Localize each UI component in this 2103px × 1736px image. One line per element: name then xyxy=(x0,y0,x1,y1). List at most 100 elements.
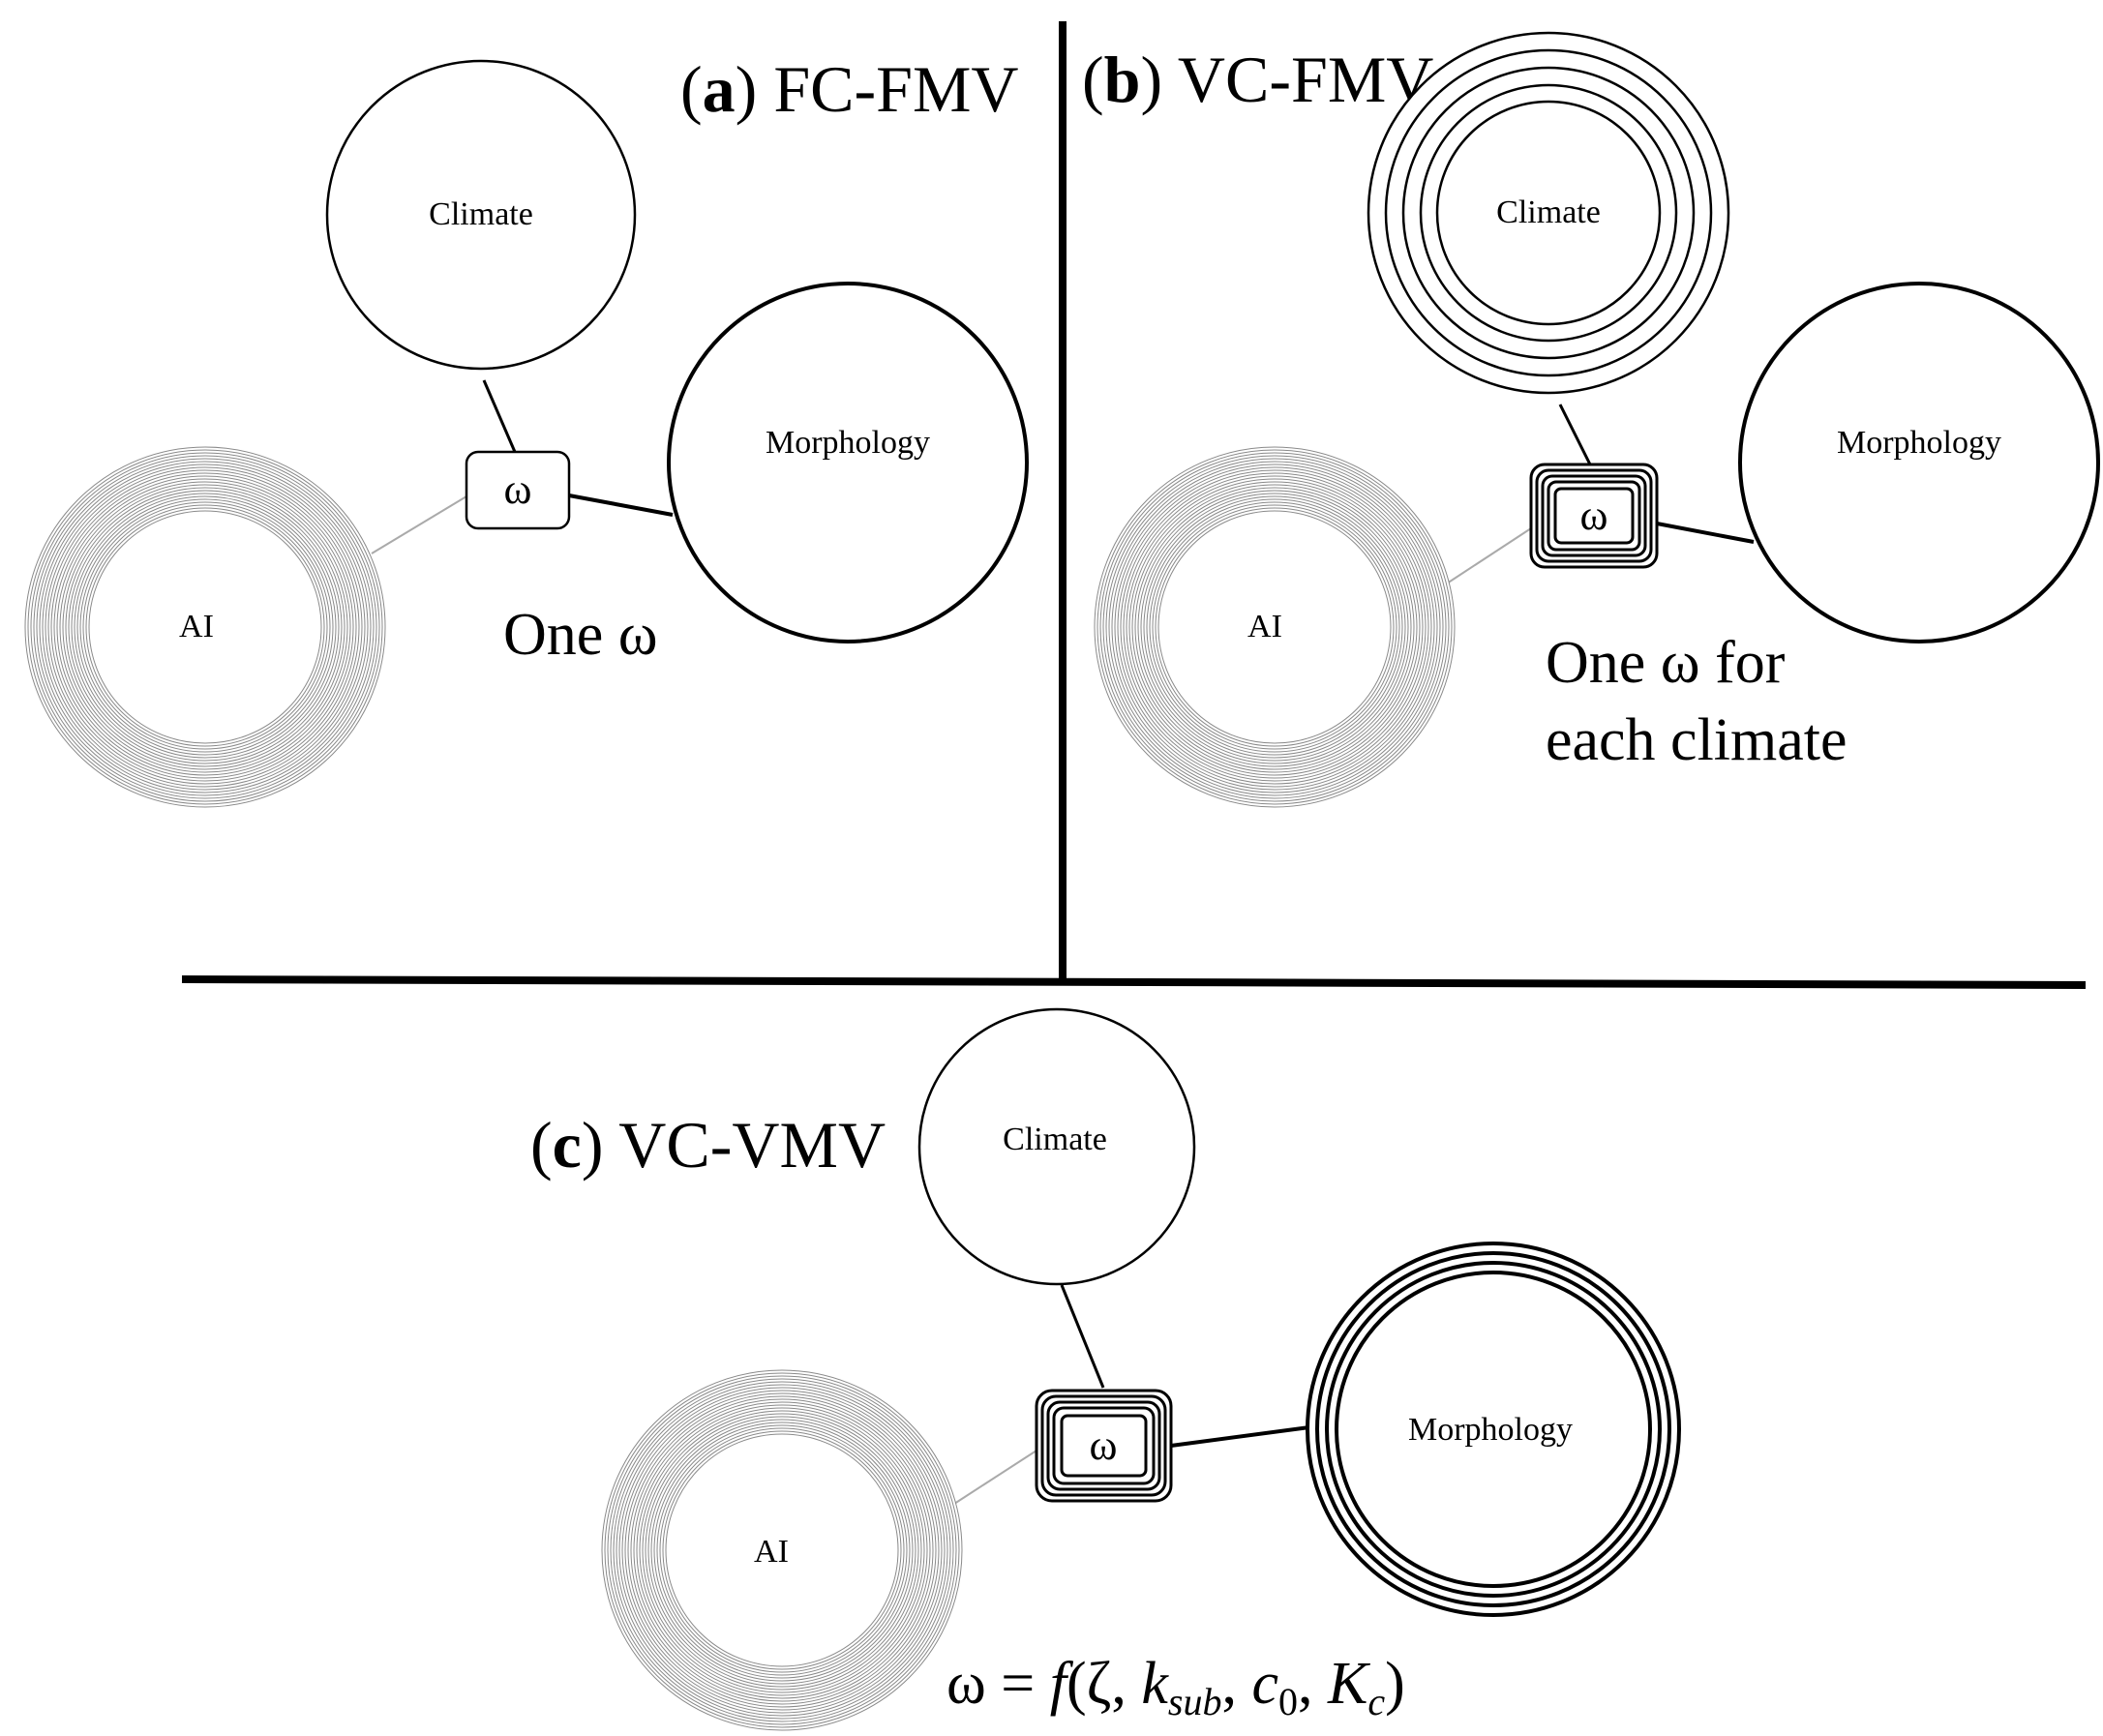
panel-c-ai-node-ring xyxy=(618,1387,946,1714)
panel-a-ai-node-ring xyxy=(39,461,372,793)
panel-a-ai-node-ring xyxy=(33,455,377,799)
panel-b-link-climate xyxy=(1558,404,1592,465)
formula-K: K xyxy=(1327,1651,1371,1717)
panel-c-ai-node-ring xyxy=(607,1375,957,1725)
panel-a-ai-node-ring xyxy=(30,452,380,802)
formula-close: ) xyxy=(1385,1651,1405,1717)
panel-b-ai-node-ring xyxy=(1137,490,1412,764)
panel-c-omega-box-1 xyxy=(1035,1389,1173,1503)
panel-a-ai-node-ring xyxy=(82,504,328,750)
panel-a-morphology-node xyxy=(667,282,1029,644)
panel-a-ai-node-ring xyxy=(45,466,366,788)
panel-b: (b) VC-FMV Climate Morphology AI ω One ω… xyxy=(1082,31,2100,808)
panel-b-ai-node-ring xyxy=(1128,481,1421,773)
panel-a-ai-node-ring xyxy=(42,464,369,791)
panel-c-ai-label: AI xyxy=(754,1534,789,1570)
panel-c-morphology-ring-1 xyxy=(1306,1242,1681,1617)
panel-a-morphology-label: Morphology xyxy=(766,425,930,461)
panel-c-ai-node-ring xyxy=(656,1424,908,1676)
panel-b-ai-node-ring xyxy=(1140,493,1409,762)
panel-c-morphology-ring-4 xyxy=(1335,1271,1652,1588)
panel-b-morphology-label: Morphology xyxy=(1837,425,2001,461)
panel-b-climate-ring-2 xyxy=(1384,48,1713,377)
panel-c-omega-box-4 xyxy=(1052,1406,1156,1485)
panel-b-link-morphology xyxy=(1656,522,1755,544)
panel-c-formula: ω = f(ζ, ksub, c0, Kc) xyxy=(946,1651,1405,1723)
panel-c-link-climate xyxy=(1060,1284,1105,1389)
formula-lhs: ω = xyxy=(946,1651,1050,1717)
formula-k-sub: sub xyxy=(1168,1680,1222,1723)
panel-b-note-line-1: One ω for xyxy=(1546,630,1786,696)
panel-b-ai-node-ring xyxy=(1157,510,1392,744)
panel-b-ai-node-ring xyxy=(1099,452,1450,802)
panel-c-omega-label: ω xyxy=(1090,1422,1118,1469)
panel-b-climate-ring-5 xyxy=(1435,100,1662,326)
panel-b-ai-node-ring xyxy=(1152,504,1397,750)
panel-a-climate-node xyxy=(325,59,637,371)
panel-c-ai-node-ring xyxy=(653,1422,911,1679)
panel-a-omega-label: ω xyxy=(504,465,532,513)
panel-c-ai-node-ring xyxy=(610,1378,954,1722)
panel-a-ai-node-ring xyxy=(27,449,383,805)
panel-c-ai-node-ring xyxy=(613,1381,951,1720)
formula-c: c xyxy=(1251,1651,1278,1717)
panel-a-climate-label: Climate xyxy=(429,196,533,232)
panel-a-note: One ω xyxy=(503,602,658,668)
panel-c-link-ai xyxy=(950,1450,1037,1507)
formula-open: (ζ, xyxy=(1067,1651,1141,1717)
panel-c-ai-node-ring xyxy=(645,1413,919,1688)
panel-c-ai-node-ring xyxy=(616,1384,948,1717)
panel-a-ai-node-ring xyxy=(50,472,360,782)
panel-a-ai-node-ring xyxy=(79,501,331,753)
panel-a-ai-node-ring xyxy=(85,507,325,747)
panel-a-ai-node-ring xyxy=(76,498,334,756)
panel-a-ai-node-ring xyxy=(59,481,351,773)
panel-b-ai-node-ring xyxy=(1134,487,1415,767)
panel-a-ai-label: AI xyxy=(179,609,214,644)
panel-b-ai-node-ring xyxy=(1149,501,1400,753)
panel-c-omega-box-2 xyxy=(1040,1394,1167,1497)
panel-b-ai-node-ring xyxy=(1108,461,1441,793)
panel-a-ai-node-ring xyxy=(56,478,354,776)
panel-c-morphology-ring-3 xyxy=(1325,1261,1662,1598)
panel-b-ai-node-ring xyxy=(1105,458,1444,796)
panel-a-ai-node-ring xyxy=(53,475,357,779)
panel-b-ai-node-ring xyxy=(1114,466,1435,788)
panel-a-ai-node-ring xyxy=(62,484,348,770)
panel-b-morphology-node xyxy=(1738,282,2100,644)
panel-c-ai-node-ring xyxy=(633,1401,931,1699)
panel-c-link-morphology xyxy=(1170,1425,1310,1448)
panel-b-omega-box-3 xyxy=(1541,474,1647,557)
panel-c-climate-node xyxy=(917,1007,1196,1286)
panel-c: (c) VC-VMV Climate Morphology AI ω ω = f… xyxy=(530,1007,1681,1731)
panel-b-ai-node-ring xyxy=(1123,475,1427,779)
panel-c-ai-node-ring xyxy=(624,1392,940,1708)
panel-a: (a) FC-FMV Climate Morphology AI ω One ω xyxy=(24,52,1029,808)
formula-c-sub: 0 xyxy=(1278,1680,1298,1723)
panel-a-link-ai xyxy=(371,495,467,554)
panel-a-ai-node-ring xyxy=(47,469,363,785)
panel-a-ai-node-ring xyxy=(65,487,345,767)
panel-c-ai-node-ring xyxy=(627,1395,937,1705)
formula-sep1: , xyxy=(1221,1651,1251,1717)
panel-a-link-morphology xyxy=(568,494,674,517)
panel-b-ai-node-ring xyxy=(1094,446,1456,808)
panel-a-ai-node-ring xyxy=(74,495,337,759)
panel-b-ai-label: AI xyxy=(1247,609,1282,644)
panel-b-ai-node-ring xyxy=(1120,472,1429,782)
panel-c-ai-node-ring xyxy=(647,1416,916,1685)
panel-c-climate-label: Climate xyxy=(1003,1122,1107,1157)
panel-b-ai-node-ring xyxy=(1117,469,1432,785)
panel-a-ai-node xyxy=(24,446,386,808)
panel-a-ai-node-ring xyxy=(71,493,340,762)
panel-a-ai-node-ring xyxy=(68,490,343,764)
panel-b-ai-node-ring xyxy=(1111,464,1438,791)
panel-c-ai-node-ring xyxy=(601,1369,963,1731)
panel-c-ai-node-ring xyxy=(639,1407,925,1693)
formula-K-sub: c xyxy=(1367,1680,1385,1723)
panel-c-omega-box-5 xyxy=(1060,1414,1148,1478)
panel-a-ai-node-ring xyxy=(36,458,375,796)
panel-b-ai-node-ring xyxy=(1097,449,1453,805)
panel-c-ai-node-ring xyxy=(636,1404,928,1696)
